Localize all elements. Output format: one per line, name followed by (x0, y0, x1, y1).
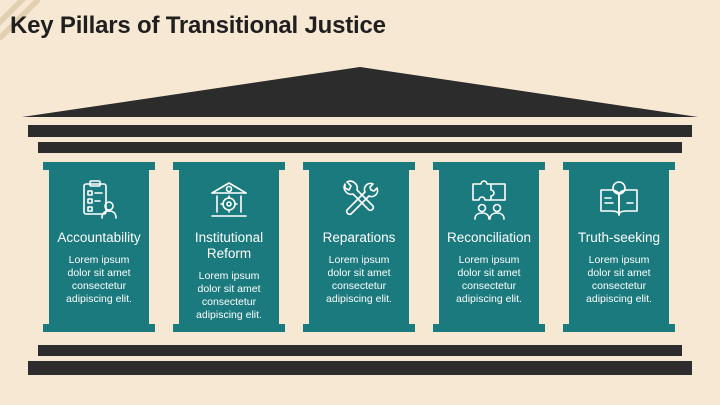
pillar-reconciliation: Reconciliation Lorem ipsum dolor sit ame… (433, 162, 545, 332)
pillar-base (303, 324, 415, 332)
pillar-shaft (309, 168, 409, 326)
pillar-title: Accountability (57, 230, 141, 245)
pillar-base (43, 324, 155, 332)
pillar-description: Lorem ipsum dolor sit amet consectetur a… (326, 254, 392, 305)
entablature-bottom (38, 142, 682, 153)
book-magnifier-icon (597, 178, 641, 222)
pillar-shaft (179, 168, 279, 326)
pillar-capital (433, 162, 545, 170)
pillar-capital (43, 162, 155, 170)
pillar-capital (303, 162, 415, 170)
corner-stripes (0, 0, 40, 40)
pillar-institutional-reform: Institutional Reform Lorem ipsum dolor s… (173, 162, 285, 332)
pillar-reparations: Reparations Lorem ipsum dolor sit amet c… (303, 162, 415, 332)
puzzle-people-icon (467, 178, 511, 222)
pillar-base (173, 324, 285, 332)
pillar-title: Reconciliation (446, 230, 532, 245)
pillar-accountability: Accountability Lorem ipsum dolor sit ame… (43, 162, 155, 332)
pillar-truth-seeking: Truth-seeking Lorem ipsum dolor sit amet… (563, 162, 675, 332)
pillar-description: Lorem ipsum dolor sit amet consectetur a… (66, 254, 132, 305)
pillar-shaft (439, 168, 539, 326)
tools-icon (337, 178, 381, 222)
pillar-title: Institutional Reform (194, 230, 264, 261)
pillar-capital (173, 162, 285, 170)
base-step-bottom (28, 361, 692, 375)
temple-roof (22, 67, 698, 117)
entablature-top (28, 125, 692, 137)
pillar-base (433, 324, 545, 332)
page-title: Key Pillars of Transitional Justice (10, 12, 386, 39)
pillar-title: Truth-seeking (577, 230, 661, 245)
pillar-shaft (49, 168, 149, 326)
institution-gear-icon (207, 178, 251, 222)
base-step-top (38, 345, 682, 356)
pillar-description: Lorem ipsum dolor sit amet consectetur a… (586, 254, 652, 305)
pillar-description: Lorem ipsum dolor sit amet consectetur a… (196, 270, 262, 321)
pillar-description: Lorem ipsum dolor sit amet consectetur a… (456, 254, 522, 305)
pillar-capital (563, 162, 675, 170)
pillar-title: Reparations (322, 230, 396, 245)
clipboard-user-icon (77, 178, 121, 222)
pillar-base (563, 324, 675, 332)
